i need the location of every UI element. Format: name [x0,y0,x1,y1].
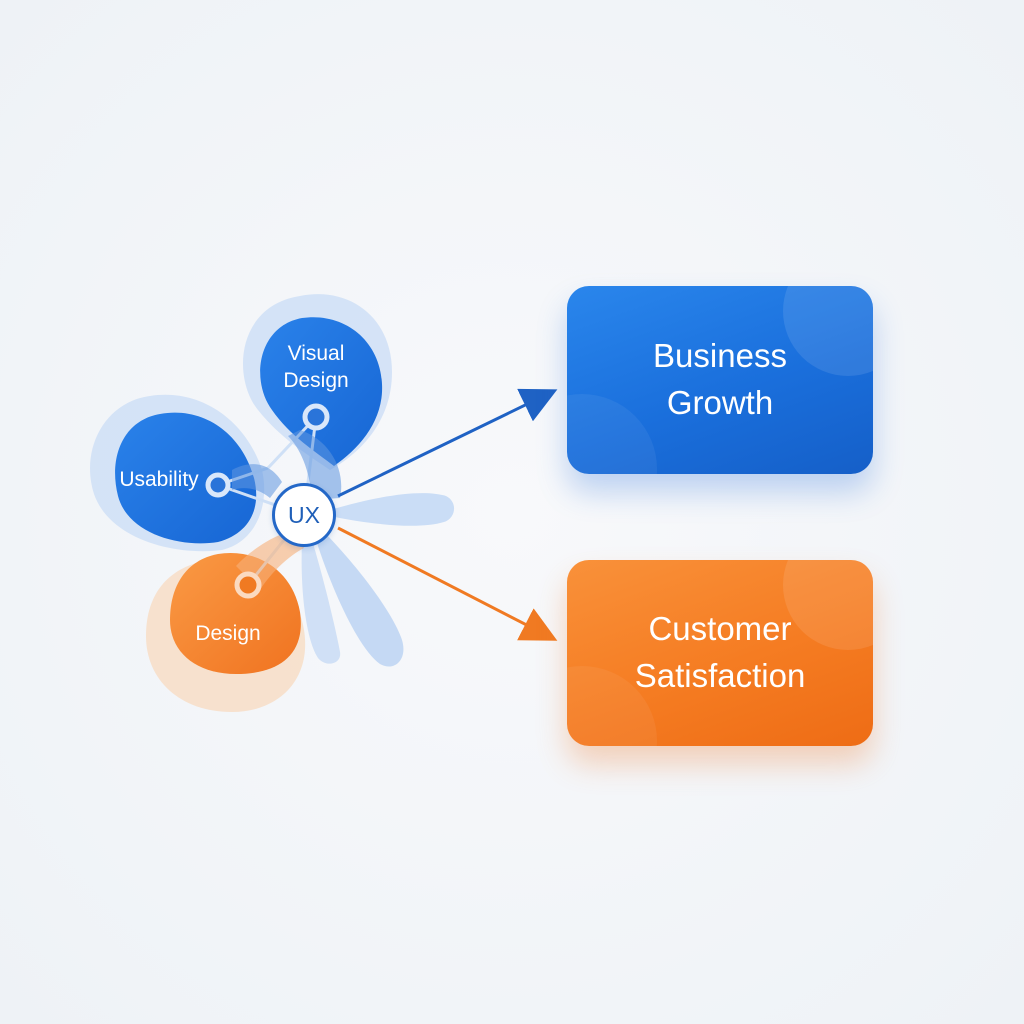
ray-lower-right [316,530,404,667]
ray-right [330,493,455,526]
node-visual-design [302,403,330,431]
ray-bottom [301,540,341,664]
node-design [234,571,262,599]
ux-hub-label: UX [288,501,320,528]
design-petal [170,552,301,674]
customer-satisfaction-box: Customer Satisfaction [567,560,873,746]
business-growth-label: Business Growth [653,337,787,421]
connector-network-bands [232,430,342,500]
visual-design-petal [260,317,383,466]
visual-design-label: Visual Design [283,342,349,393]
customer-satisfaction-label: Customer Satisfaction [634,610,806,694]
ux-hub: UX [272,483,336,547]
design-label: Design [195,622,261,645]
usability-petal [115,412,257,544]
arrow-to-customer-satisfaction [337,526,558,641]
usability-label: Usability [119,468,199,491]
node-usability [205,472,231,498]
arrow-to-business-growth [337,388,558,498]
business-growth-box: Business Growth [567,286,873,474]
